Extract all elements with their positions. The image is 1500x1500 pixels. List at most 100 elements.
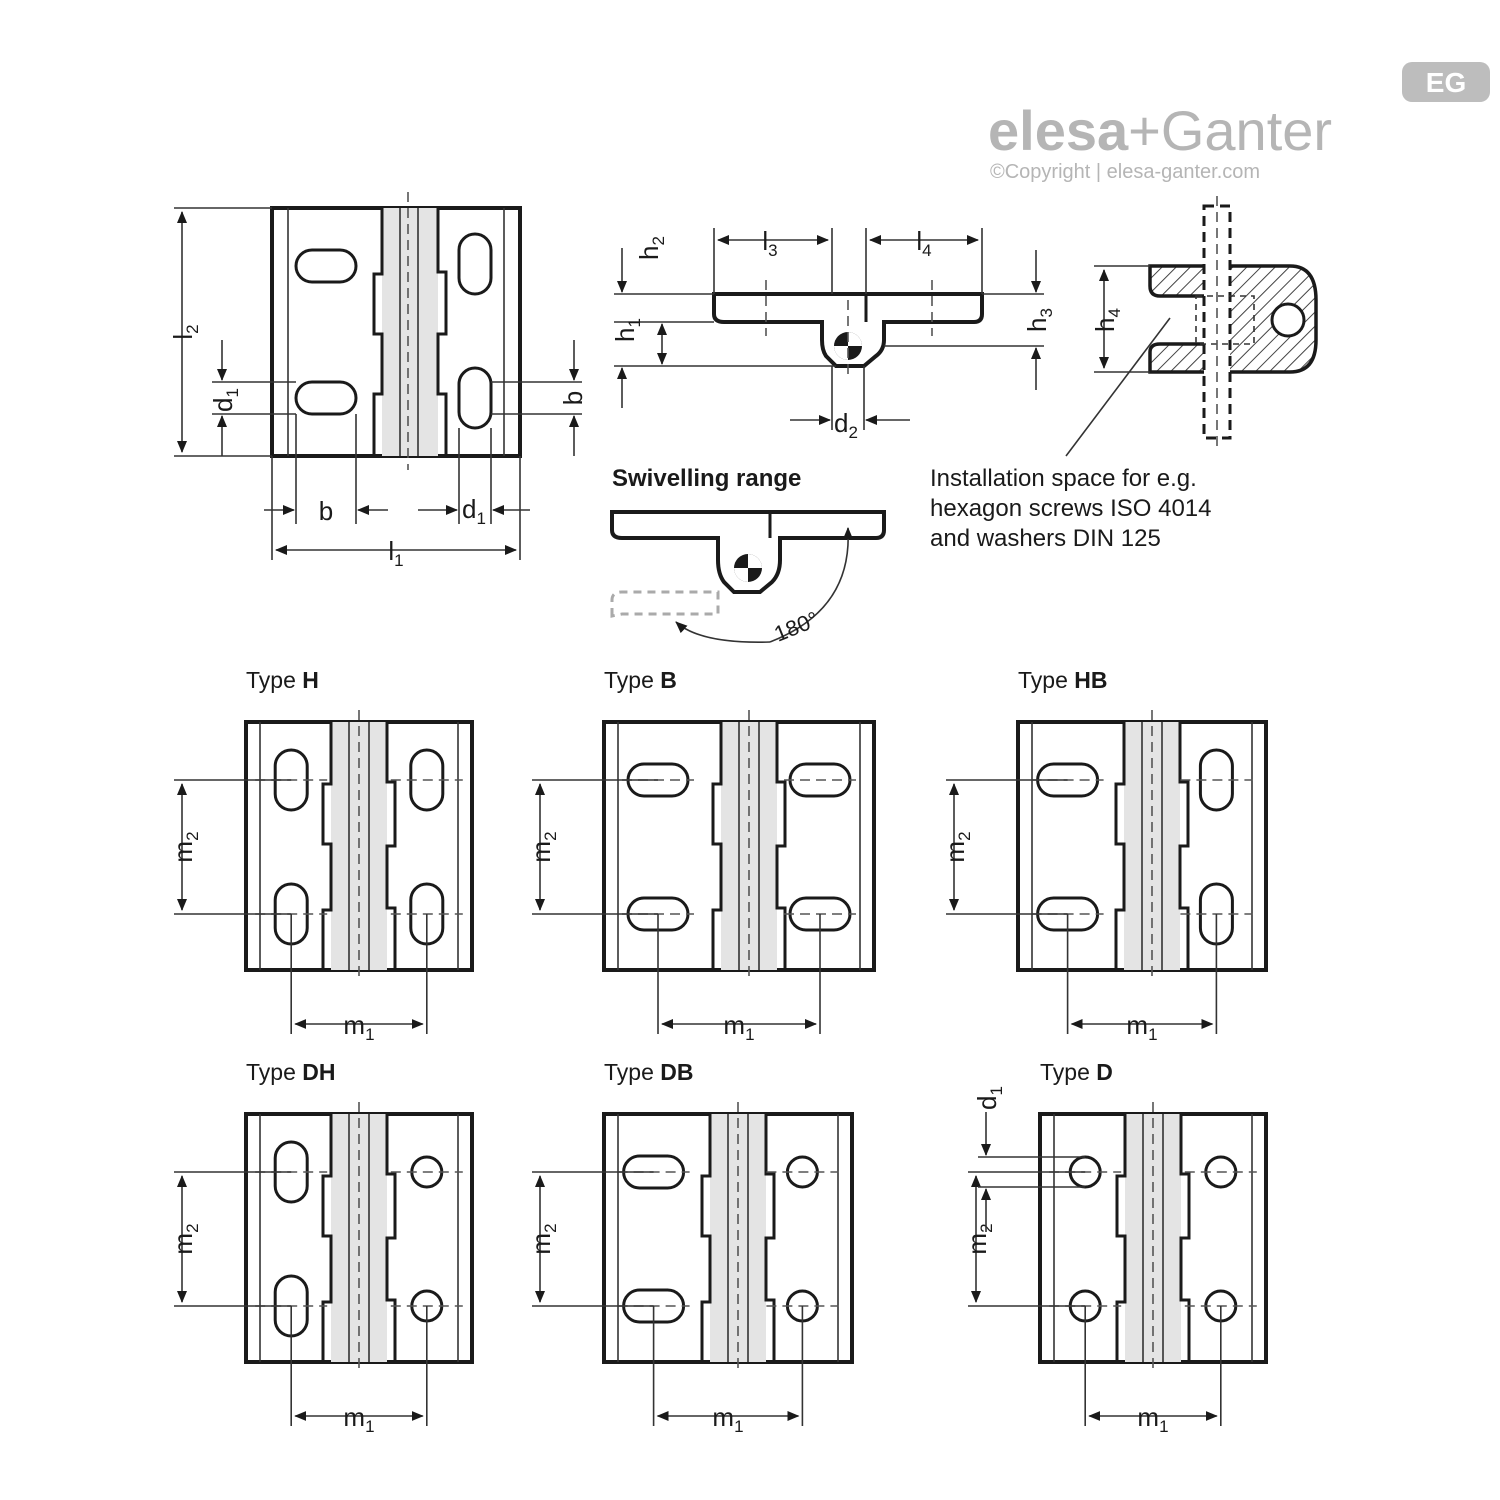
dim-symbol: m — [526, 841, 556, 863]
dim-symbol: m — [1137, 1402, 1159, 1432]
hinge-knuckle-edge — [775, 722, 787, 970]
dim-label-l2: l2 — [168, 324, 202, 339]
angle-label: 180° — [771, 606, 823, 646]
dim-symbol: m — [940, 841, 970, 863]
dim-label-d1: d1 — [208, 388, 242, 412]
dim-subscript: 1 — [734, 1417, 743, 1436]
type-label-code: DB — [660, 1059, 693, 1085]
type-label-code: H — [302, 667, 319, 693]
type-label: Type DH — [246, 1059, 336, 1085]
note-line: Installation space for e.g. — [930, 465, 1197, 492]
type-label-prefix: Type — [1040, 1059, 1096, 1085]
dim-subscript: 1 — [1148, 1025, 1157, 1044]
dim-symbol: m — [723, 1010, 745, 1040]
hinge-knuckle-edge — [321, 722, 333, 970]
dim-subscript: 1 — [365, 1025, 374, 1044]
dim-label-m2: m2 — [962, 1223, 996, 1254]
logo-badge — [1402, 62, 1490, 102]
dim-label-m2: m2 — [526, 1223, 560, 1254]
swivelling-title: Swivelling range — [612, 465, 801, 492]
slot-hole — [294, 248, 358, 284]
dim-symbol: m — [1126, 1010, 1148, 1040]
type-label-code: B — [660, 667, 677, 693]
dim-label-b: b — [558, 391, 588, 405]
hinge-knuckle-edge — [385, 722, 397, 970]
type-label-prefix: Type — [1018, 667, 1074, 693]
slot-hole — [457, 366, 493, 430]
dim-label-m1: m1 — [1137, 1402, 1168, 1436]
hinge-knuckle-edge — [700, 1114, 712, 1362]
dim-label-m1: m1 — [712, 1402, 743, 1436]
slot-hole — [457, 232, 493, 296]
dim-label-h2: h2 — [634, 236, 668, 260]
dim-label-l4: l4 — [916, 226, 931, 260]
dim-label-l1: l1 — [388, 536, 403, 570]
dim-label-d1: d1 — [462, 494, 486, 528]
hinge-type-dh: Type DH m2 m1 — [168, 1059, 474, 1436]
dim-subscript: 1 — [745, 1025, 754, 1044]
type-label-code: D — [1096, 1059, 1113, 1085]
type-label-prefix: Type — [604, 667, 660, 693]
type-label-prefix: Type — [246, 667, 302, 693]
elesa-ganter-logo: EG elesa+Ganter ©Copyright | elesa-gante… — [988, 62, 1490, 183]
dim-subscript: 2 — [541, 1223, 560, 1232]
dim-label-b: b — [319, 496, 333, 526]
dim-symbol: m — [526, 1233, 556, 1255]
dim-label-m2: m2 — [526, 831, 560, 862]
dim-label-m1: m1 — [343, 1402, 374, 1436]
slot-hole — [294, 380, 358, 416]
dim-label-m1: m1 — [1126, 1010, 1157, 1044]
dim-label-m1: m1 — [723, 1010, 754, 1044]
dim-label-h3: h3 — [1022, 308, 1056, 332]
dim-label-d1: d1 — [972, 1086, 1006, 1110]
dim-symbol: m — [343, 1010, 365, 1040]
note-line: hexagon screws ISO 4014 — [930, 495, 1212, 522]
hinge-knuckle-edge — [1178, 722, 1190, 970]
type-label: Type D — [1040, 1059, 1113, 1085]
dim-symbol: m — [343, 1402, 365, 1432]
hinge-knuckle-edge — [1114, 722, 1126, 970]
dim-symbol: m — [962, 1233, 992, 1255]
swivelling-range-view: Swivelling range 180° — [610, 465, 886, 647]
logo-copyright: ©Copyright | elesa-ganter.com — [990, 161, 1260, 183]
type-label-code: HB — [1074, 667, 1107, 693]
dim-label-d2: d2 — [834, 408, 858, 442]
logo-badge-text: EG — [1426, 67, 1466, 98]
dim-subscript: 1 — [1159, 1417, 1168, 1436]
dim-subscript: 2 — [955, 831, 974, 840]
type-label: Type H — [246, 667, 319, 693]
hinge-knuckle-edge — [321, 1114, 333, 1362]
dim-subscript: 2 — [183, 831, 202, 840]
dim-label-m2: m2 — [168, 1223, 202, 1254]
dim-label-m2: m2 — [168, 831, 202, 862]
hinge-knuckle-edge — [764, 1114, 776, 1362]
hinge-side-profile: h2 h1 h3 l3 l4 d2 — [610, 226, 1056, 442]
dim-symbol: m — [712, 1402, 734, 1432]
hinge-knuckle-edge — [385, 1114, 397, 1362]
logo-brand: elesa+Ganter — [988, 99, 1332, 162]
dim-subscript: 1 — [365, 1417, 374, 1436]
hinge-section-view: h4 — [1065, 196, 1318, 457]
main-hinge-front-view: l2 d1 b b d1 l1 — [168, 192, 588, 570]
dim-label-l3: l3 — [762, 226, 777, 260]
type-label-prefix: Type — [604, 1059, 660, 1085]
type-label: Type HB — [1018, 667, 1108, 693]
dim-label-h1: h1 — [610, 318, 644, 342]
dim-subscript: 2 — [541, 831, 560, 840]
hinge-knuckle-edge — [1115, 1114, 1127, 1362]
dim-label-m1: m1 — [343, 1010, 374, 1044]
dim-subscript: 1 — [987, 1086, 1006, 1095]
type-label-code: DH — [302, 1059, 335, 1085]
dim-symbol: d — [972, 1096, 1002, 1110]
dim-symbol: m — [168, 841, 198, 863]
dim-label-h4: h4 — [1090, 308, 1124, 332]
dim-label-m2: m2 — [940, 831, 974, 862]
hinge-knuckle-edge — [1179, 1114, 1191, 1362]
